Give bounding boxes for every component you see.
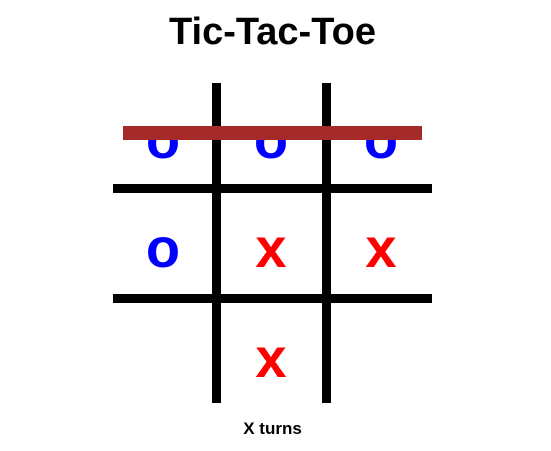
cell-1-2[interactable]: x bbox=[365, 216, 397, 279]
turn-status: X turns bbox=[243, 419, 302, 438]
game-title: Tic-Tac-Toe bbox=[169, 11, 376, 53]
grid-line-horizontal-2 bbox=[113, 294, 432, 303]
cell-1-1[interactable]: x bbox=[255, 216, 287, 279]
winning-line bbox=[123, 126, 422, 140]
grid-line-vertical-1 bbox=[212, 83, 221, 403]
cell-1-0[interactable]: o bbox=[145, 216, 181, 279]
cell-2-0[interactable] bbox=[113, 308, 213, 408]
grid-line-vertical-2 bbox=[322, 83, 331, 403]
cell-2-2[interactable] bbox=[331, 308, 431, 408]
grid-line-horizontal-1 bbox=[113, 184, 432, 193]
cell-2-1[interactable]: x bbox=[255, 326, 287, 389]
game-board: o o o o x x x bbox=[113, 83, 432, 403]
